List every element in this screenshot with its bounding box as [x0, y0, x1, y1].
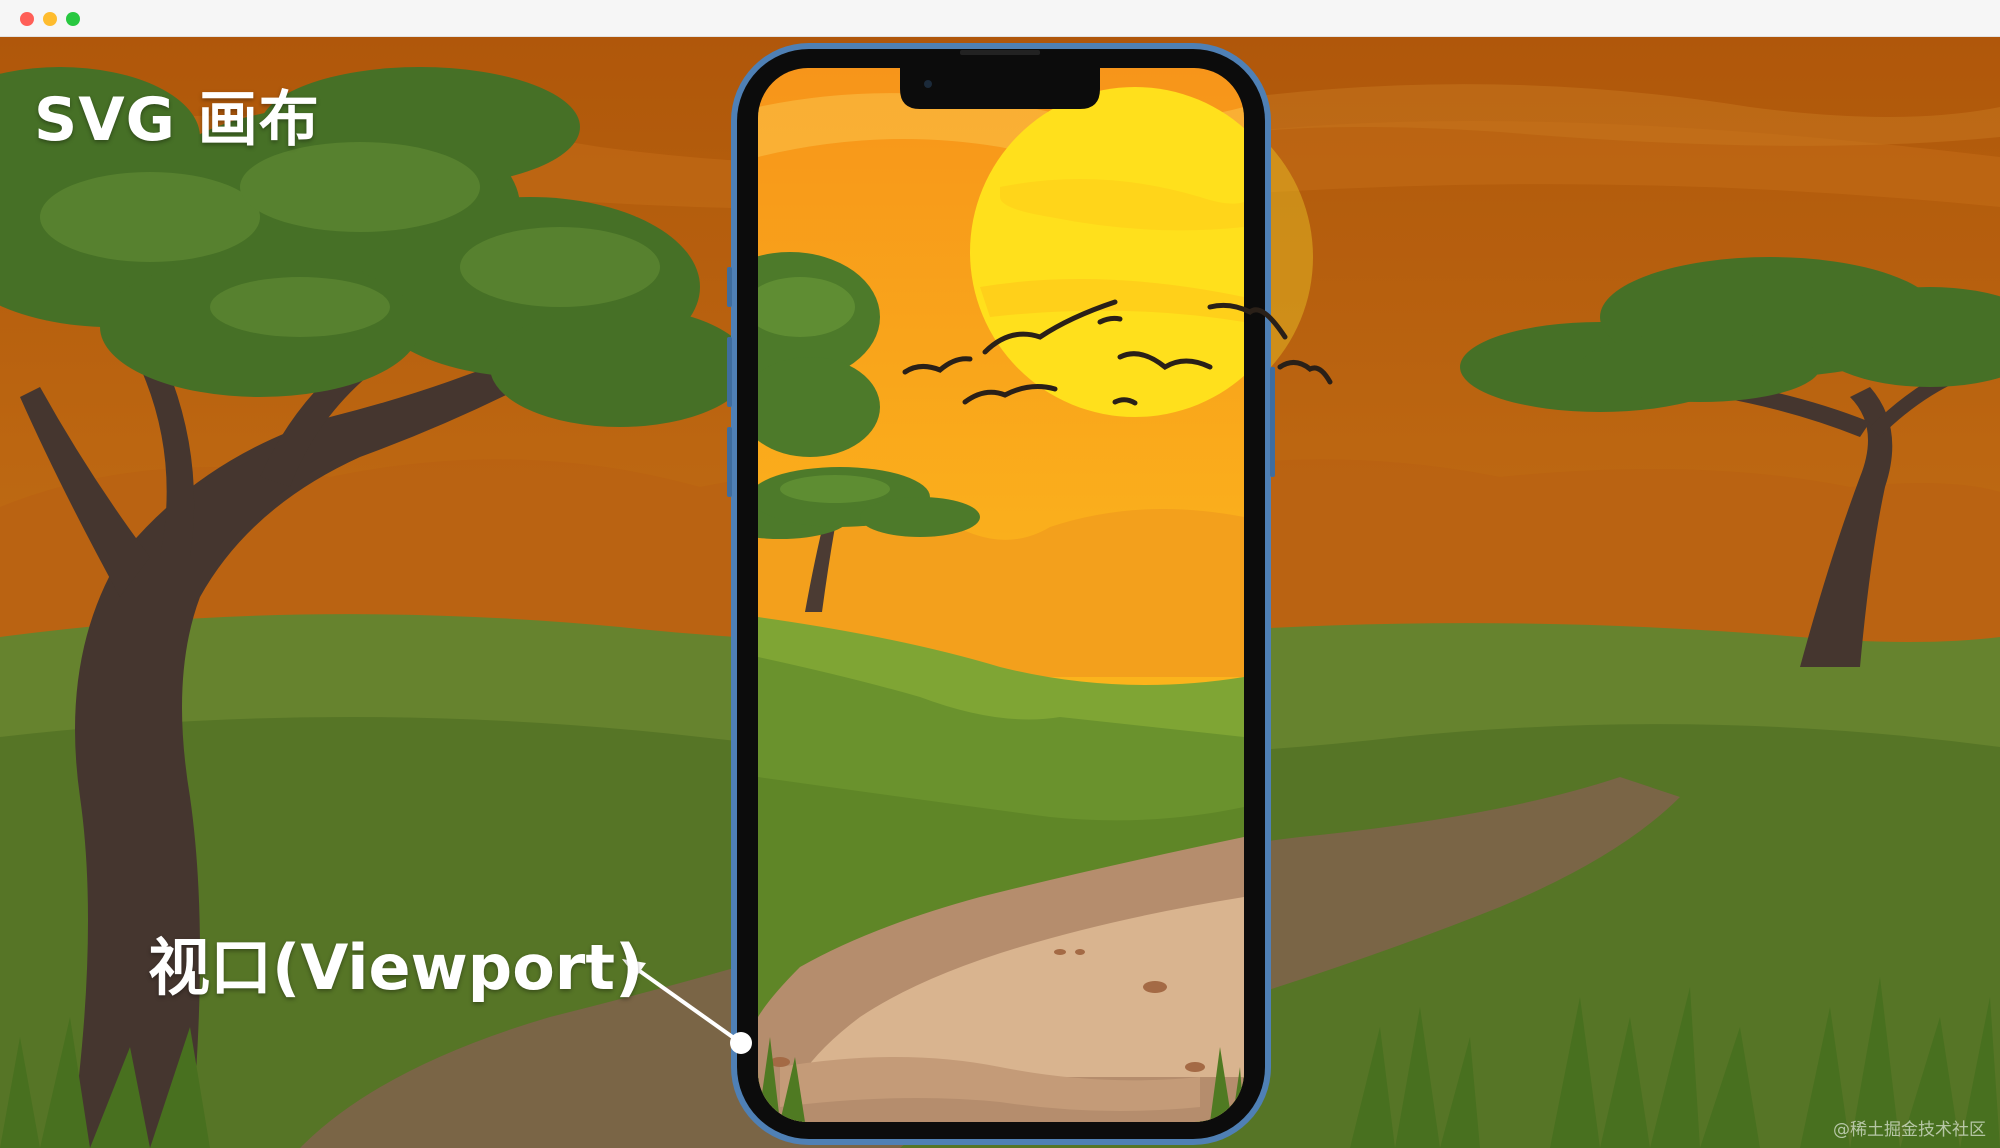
scene-illustration	[0, 37, 2000, 1148]
viewport-pointer	[622, 959, 752, 1054]
right-tree-trunk	[1800, 387, 1893, 667]
viewport-path-light	[800, 897, 1244, 1077]
right-tree-foliage	[1460, 257, 2000, 412]
side-button	[727, 427, 732, 497]
viewport-tree-highlight	[780, 475, 890, 503]
path-pebbles	[770, 949, 1205, 1072]
camera-icon	[924, 80, 932, 88]
viewport-screen	[758, 68, 1244, 1122]
bird-icon	[1117, 351, 1213, 371]
viewport-hills	[758, 494, 1244, 677]
viewport-sun	[970, 87, 1244, 417]
pointer-dot	[730, 1032, 752, 1054]
arrow-head-icon	[622, 959, 646, 977]
bird-icon	[902, 356, 973, 375]
side-button	[727, 337, 732, 407]
bird-icon	[1097, 315, 1123, 325]
phone-speaker	[960, 50, 1040, 55]
phone-notch	[900, 68, 1100, 109]
canvas-title: SVG 画布	[34, 85, 320, 155]
left-tree-branch	[20, 387, 150, 597]
sun-cloud	[1000, 179, 1244, 231]
close-button[interactable]	[20, 12, 34, 26]
left-tree-trunk	[70, 337, 580, 1148]
left-tree-foliage-highlight	[40, 142, 660, 337]
maximize-button[interactable]	[66, 12, 80, 26]
foreground-grass	[0, 977, 2000, 1148]
window-titlebar	[0, 0, 2000, 37]
viewport-overhang-highlight	[758, 277, 855, 337]
side-button	[727, 267, 732, 307]
bird-icon	[982, 299, 1118, 355]
bird-icon	[962, 384, 1058, 405]
left-tree-branch	[140, 362, 195, 557]
bird-flock	[902, 299, 1333, 406]
svg-canvas: SVG 画布 视口(Viewport) @稀土掘金技术社区	[0, 37, 2000, 1148]
watermark: @稀土掘金技术社区	[1833, 1120, 1986, 1140]
side-button	[1270, 367, 1275, 477]
bird-icon	[1277, 360, 1333, 385]
viewport-label: 视口(Viewport)	[148, 931, 644, 1004]
pointer-line	[632, 965, 743, 1045]
bird-icon	[1207, 302, 1288, 340]
minimize-button[interactable]	[43, 12, 57, 26]
viewport-path-detail	[780, 1057, 1200, 1111]
cloud-band	[1250, 84, 2000, 146]
bird-icon	[1112, 397, 1138, 406]
